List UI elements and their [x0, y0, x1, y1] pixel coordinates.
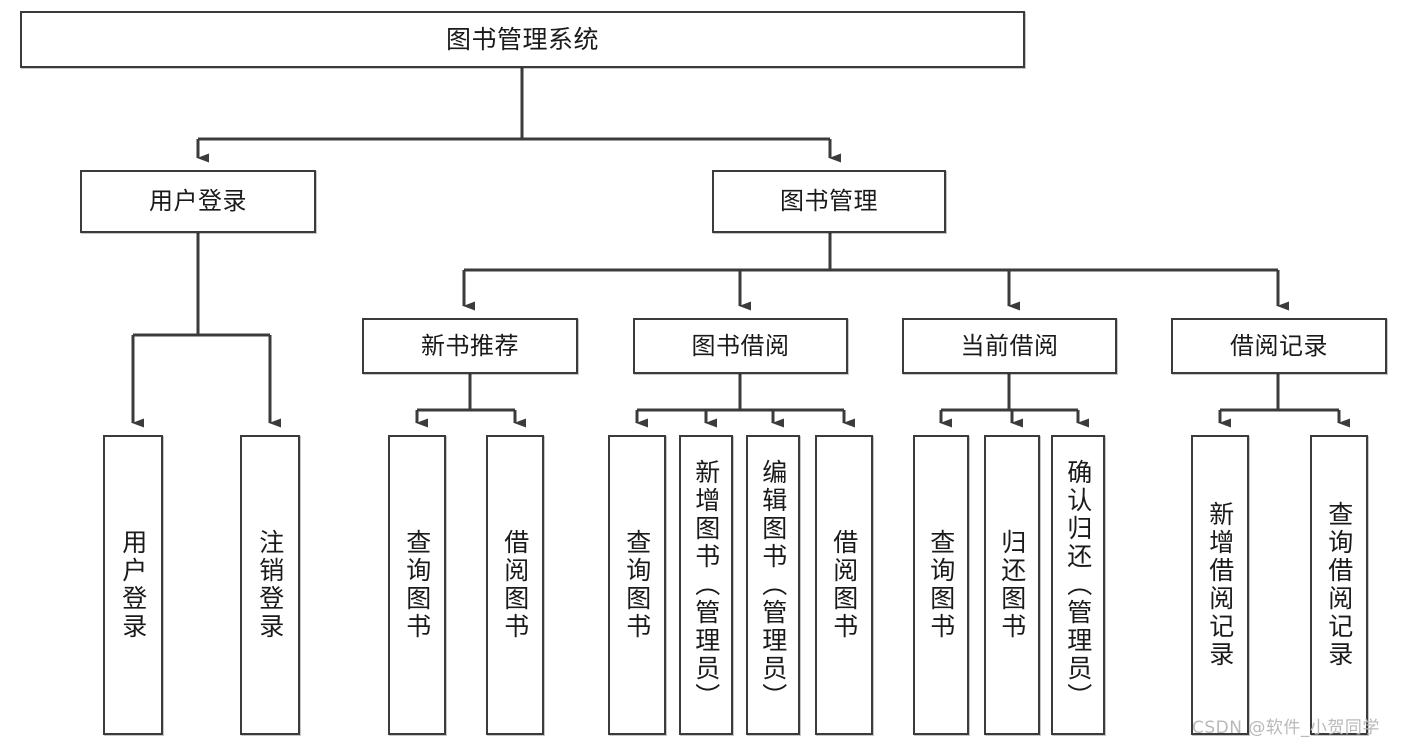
node-label: 借阅图书	[829, 529, 859, 641]
node-label: 归还图书	[997, 529, 1027, 641]
node-leaf-query-book-3[interactable]: 查询图书	[913, 435, 969, 735]
node-current-borrow[interactable]: 当前借阅	[902, 318, 1117, 374]
node-label: 编辑图书（管理员）	[758, 459, 788, 711]
node-book-borrow[interactable]: 图书借阅	[633, 318, 848, 374]
node-label: 查询图书	[926, 529, 956, 641]
node-leaf-confirm-return-admin[interactable]: 确认归还（管理员）	[1051, 435, 1105, 735]
node-leaf-borrow-book-2[interactable]: 借阅图书	[815, 435, 873, 735]
node-label: 查询图书	[622, 529, 652, 641]
node-label: 借阅图书	[500, 529, 530, 641]
node-label: 新书推荐	[421, 331, 519, 360]
node-leaf-user-logout[interactable]: 注销登录	[240, 435, 300, 735]
node-leaf-user-login[interactable]: 用户登录	[103, 435, 163, 735]
node-label: 借阅记录	[1230, 331, 1328, 360]
node-label: 新增图书（管理员）	[691, 459, 721, 711]
node-leaf-query-book-1[interactable]: 查询图书	[388, 435, 446, 735]
node-label: 用户登录	[118, 529, 148, 641]
node-leaf-add-book-admin[interactable]: 新增图书（管理员）	[679, 435, 733, 735]
node-label: 新增借阅记录	[1205, 501, 1235, 669]
node-borrow-record[interactable]: 借阅记录	[1171, 318, 1387, 374]
node-leaf-query-book-2[interactable]: 查询图书	[608, 435, 666, 735]
node-leaf-query-borrow-record[interactable]: 查询借阅记录	[1310, 435, 1368, 735]
node-label: 图书管理系统	[445, 24, 599, 54]
node-label: 查询图书	[402, 529, 432, 641]
node-root-system[interactable]: 图书管理系统	[20, 11, 1025, 68]
node-user-login[interactable]: 用户登录	[80, 170, 316, 233]
node-label: 查询借阅记录	[1324, 501, 1354, 669]
node-leaf-borrow-book-1[interactable]: 借阅图书	[486, 435, 544, 735]
node-new-book-recommend[interactable]: 新书推荐	[362, 318, 578, 374]
node-label: 确认归还（管理员）	[1063, 459, 1093, 711]
node-leaf-add-borrow-record[interactable]: 新增借阅记录	[1191, 435, 1249, 735]
node-leaf-edit-book-admin[interactable]: 编辑图书（管理员）	[746, 435, 800, 735]
node-book-manage[interactable]: 图书管理	[712, 170, 946, 233]
node-label: 注销登录	[255, 529, 285, 641]
node-label: 图书借阅	[691, 331, 790, 360]
node-label: 用户登录	[149, 187, 247, 216]
node-label: 当前借阅	[960, 331, 1059, 360]
node-label: 图书管理	[780, 187, 878, 216]
node-leaf-return-book[interactable]: 归还图书	[984, 435, 1040, 735]
